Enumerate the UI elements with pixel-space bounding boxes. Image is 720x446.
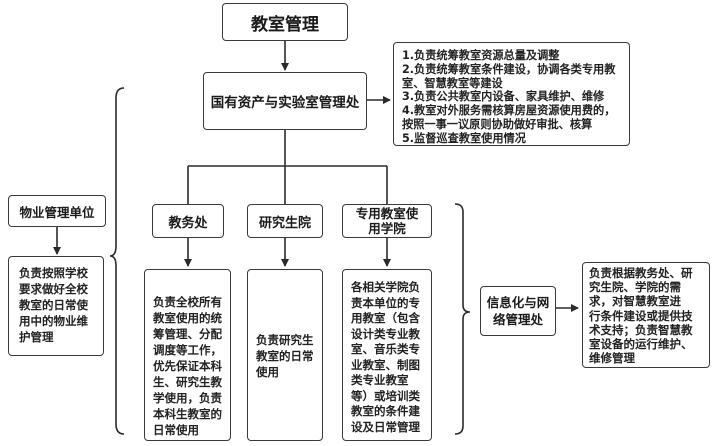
desc-line: 室、音乐类专	[351, 342, 420, 356]
desc-line: 教室使用的统	[153, 311, 222, 325]
desc-line: 究生院、学院的需	[589, 280, 681, 295]
desc-line: 要求做好全校	[19, 282, 88, 296]
special-colleges-title-line: 用学院	[368, 221, 406, 236]
desc-line: 行条件建设或提供技	[589, 308, 693, 323]
duty-line: 1.负责统筹教室资源总量及调整	[402, 49, 560, 62]
desc-line: 设及日常管理	[351, 419, 420, 434]
desc-line: 筹管理、分配	[153, 327, 222, 341]
desc-line: 负责按照学校	[19, 266, 88, 280]
desc-line: 负责研究生	[256, 333, 314, 347]
desc-line: 设计类专业教	[351, 326, 420, 341]
academic-affairs-desc-box: 负责全校所有 教室使用的统 筹管理、分配 调度等工作， 优先保证本科 生、研究生…	[144, 269, 231, 441]
desc-line: 教室的日常使	[19, 298, 88, 312]
desc-line: 负责根据教务处、研	[589, 266, 693, 280]
it-office-title-line: 信息化与网	[486, 295, 550, 310]
academic-affairs-box: 教务处	[152, 204, 224, 238]
property-unit-box: 物业管理单位	[8, 195, 106, 227]
property-unit-desc-box: 负责按照学校 要求做好全校 教室的日常使 用中的物业维 护管理	[8, 256, 104, 356]
left-brace	[109, 87, 125, 435]
graduate-school-box: 研究生院	[247, 204, 323, 238]
it-office-box: 信息化与网 络管理处	[480, 286, 556, 336]
desc-line: 护管理	[19, 330, 54, 344]
academic-affairs-title: 教务处	[168, 215, 208, 231]
desc-line: 用中的物业维	[19, 314, 88, 328]
desc-line: 用教室（包含	[351, 311, 420, 325]
desc-line: 调度等工作，	[153, 343, 222, 357]
duty-line: 4.教室对外服务需核算房屋资源使用费的，	[402, 104, 616, 118]
root-title: 教室管理	[251, 14, 319, 35]
desc-line: 学使用，负责	[153, 391, 222, 405]
desc-line: 维修管理	[589, 351, 635, 366]
graduate-school-title: 研究生院	[258, 215, 311, 231]
desc-line: 教室的条件建	[351, 404, 420, 418]
desc-line: 使用	[256, 365, 279, 379]
duty-line: 按照一事一议原则协助做好审批、核算	[402, 117, 593, 131]
root-box: 教室管理	[222, 3, 348, 41]
special-colleges-desc-box: 各相关学院负 责本单位的专 用教室（包含 设计类专业教 室、音乐类专 业教室、制…	[342, 269, 432, 441]
desc-line: 业教室、制图	[351, 357, 420, 372]
duty-line: 3.负责公共教室内设备、家具维护、维修	[402, 90, 605, 104]
desc-line: 优先保证本科	[153, 359, 222, 373]
right-brace	[454, 203, 471, 435]
desc-line: 术支持；负责智慧教	[589, 322, 693, 337]
assets-office-title: 国有资产与实验室管理处	[210, 95, 360, 111]
graduate-school-desc-box: 负责研究生 教室的日常 使用	[247, 269, 323, 441]
it-office-title-line: 络管理处	[492, 312, 543, 327]
special-colleges-box: 专用教室使 用学院	[342, 204, 432, 238]
desc-line: 负责全校所有	[153, 295, 222, 309]
special-colleges-title-line: 专用教室使	[355, 206, 419, 221]
duty-line: 2.负责统筹教室条件建设，协调各类专用教	[402, 62, 616, 76]
duty-line: 5.监督巡查教室使用情况	[402, 131, 526, 145]
it-office-desc-box: 负责根据教务处、研 究生院、学院的需 求，对智慧教室进 行条件建设或提供技 术支…	[582, 262, 710, 368]
assets-duties-box: 1.负责统筹教室资源总量及调整 2.负责统筹教室条件建设，协调各类专用教 室、智…	[393, 42, 630, 146]
duty-line: 室、智慧教室等建设	[402, 76, 503, 90]
desc-line: 日常使用	[153, 423, 199, 437]
desc-line: 各相关学院负	[351, 280, 420, 294]
property-unit-title: 物业管理单位	[19, 204, 95, 220]
desc-line: 教室的日常	[256, 349, 314, 363]
desc-line: 生、研究生教	[153, 375, 222, 389]
desc-line: 室设备的运行维护、	[589, 337, 693, 352]
desc-line: 本科生教室的	[153, 407, 222, 421]
assets-office-box: 国有资产与实验室管理处	[203, 72, 367, 130]
desc-line: 责本单位的专	[351, 295, 420, 310]
desc-line: 求，对智慧教室进	[589, 294, 681, 309]
desc-line: 等）或培训类	[351, 388, 420, 403]
desc-line: 类专业教室	[351, 373, 409, 387]
